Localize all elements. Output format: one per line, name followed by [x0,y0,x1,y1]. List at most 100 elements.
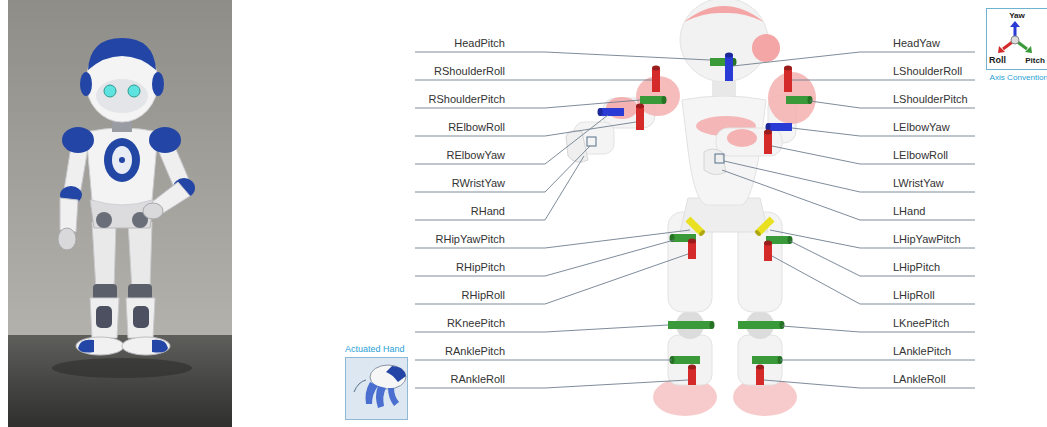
joint-label: RShoulderPitch [330,93,505,106]
hand-finger [388,388,399,406]
leader-line [772,256,975,304]
motion-arrow [354,380,366,392]
photo-eye [104,85,116,97]
leader-line [733,52,975,66]
hand-finger [366,382,379,404]
joint-label: RElbowYaw [330,149,505,162]
photo-ear [80,72,92,96]
leader-line [415,360,672,361]
photo-chest [104,138,140,182]
pitch-axis [670,356,701,364]
photo-shadow [52,358,192,378]
shin [668,335,712,385]
pitch-axis [668,321,715,329]
photo-shin [126,298,155,338]
photo-shoulder [62,127,94,153]
actuated-hand-box: Actuated Hand [345,357,408,420]
axis-name: Roll [989,55,1006,66]
joint-label: LHipYawPitch [893,233,961,246]
photo-hand [58,228,76,250]
leader-line [415,240,674,276]
head-cap [684,6,764,22]
joint-label: LAnkleRoll [893,373,946,386]
axis-origin [1011,36,1019,44]
roll-axis [688,239,696,260]
photo-shoulder [149,127,181,153]
pitch-axis [752,356,783,364]
roll-axis [764,241,772,262]
photo-thigh [92,222,116,290]
axis-convention-box: YawRollPitchAxis Convention [986,8,1047,70]
joint-label: HeadPitch [330,37,505,50]
leader-line [722,170,975,220]
joint-label: LHipRoll [893,289,935,302]
photo-head-cap [88,38,156,70]
arrow-head [1025,46,1032,53]
photo-shin-plate [133,306,149,328]
photo-chest-button [119,157,125,163]
photo-toe [78,340,94,353]
shin [738,335,782,385]
photo-forearm [60,198,78,232]
joint-label: LWristYaw [893,177,944,190]
wrist-marker [715,154,724,163]
roll-axis [688,365,696,386]
yaw-axis [598,108,625,116]
photo-shin [90,298,119,338]
joint-label: RAnkleRoll [330,373,505,386]
photo-chest-light [112,146,132,174]
joint-label: LElbowRoll [893,149,948,162]
leader-line [724,161,975,192]
pitch-axis [786,96,813,104]
photo-floor [8,335,232,427]
roll-axis [784,66,792,93]
leader-line [415,52,710,60]
joint-label: RKneePitch [330,317,505,330]
robot-silhouette [566,0,816,416]
hand [704,149,726,175]
hand-finger [376,386,386,408]
joint-label: HeadYaw [893,37,940,50]
leader-line [415,80,652,81]
axis-name: Pitch [1025,55,1045,66]
joint-label: RElbowRoll [330,121,505,134]
wrist-marker [587,137,596,146]
hand-band [386,366,406,382]
photo-face [96,79,148,113]
leader-line [780,360,975,361]
actuated-hand-picture [345,357,408,420]
inset-title: Actuated Hand [345,344,405,355]
joint-axes [587,53,813,386]
joint-label: LHand [893,205,925,218]
yaw-pitch-axis [685,216,706,237]
joint-label: RShoulderRoll [330,65,505,78]
photo-thigh [128,222,152,290]
roll-axis [652,66,660,93]
axis-name: Yaw [987,10,1047,21]
roll-axis [636,104,644,131]
joint-label: RHipPitch [330,261,505,274]
photo-shin-plate [96,306,112,328]
yaw-pitch-axis [754,216,775,237]
joint-label: LElbowYaw [893,121,950,134]
inset-ground [345,357,408,420]
pitch-axis [738,321,785,329]
robot-photo [8,0,232,427]
roll-axis [756,365,764,386]
hand [566,131,588,163]
joint-label: LShoulderRoll [893,65,962,78]
roll-axis [764,130,772,155]
arrow-head [1010,21,1020,27]
leader-line [790,241,975,276]
joint-label: RHand [330,205,505,218]
joint-label: LShoulderPitch [893,93,968,106]
inset-title: Axis Convention [990,72,1047,83]
leader-line [772,146,975,164]
leader-line [792,80,975,81]
joint-label: RHipYawPitch [330,233,505,246]
joint-label: RHipRoll [330,289,505,302]
arrow-head [998,46,1005,53]
photo-foot [76,337,124,355]
